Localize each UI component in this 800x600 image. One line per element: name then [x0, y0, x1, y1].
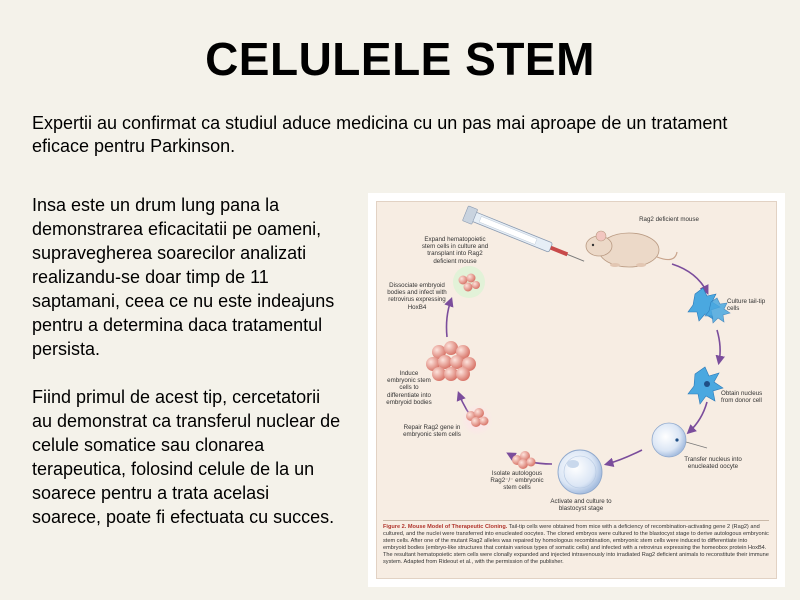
embryoid-bodies-icon: [426, 341, 476, 381]
arrow-3: [686, 401, 708, 435]
tail-tip-cells-icon: [687, 287, 731, 324]
mouse-icon: [585, 230, 678, 268]
label-dissociate: Dissociate embryoid bodies and infect wi…: [387, 282, 447, 311]
figure: Rag2 deficient mouse Culture tail-tip ce…: [368, 193, 785, 587]
label-activate: Activate and culture to blastocyst stage: [550, 498, 612, 513]
slide-title: CELULELE STEM: [205, 33, 595, 85]
oocyte-icon: [651, 422, 708, 458]
embryonic-stem-cells-icon: [512, 451, 536, 469]
arrow-2: [715, 329, 725, 366]
label-induce: Induce embryonic stem cells to different…: [386, 370, 432, 406]
figure-caption: Figure 2. Mouse Model of Therapeutic Clo…: [383, 520, 769, 566]
label-transfer: Transfer nucleus into enucleated oocyte: [684, 456, 742, 471]
cloning-cycle-diagram: [426, 205, 731, 495]
label-mouse: Rag2 deficient mouse: [639, 216, 699, 223]
label-expand: Expand hematopoietic stem cells in cultu…: [421, 236, 489, 265]
caption-text: Tail-tip cells were obtained from mice w…: [383, 524, 769, 565]
paragraph-2: Fiind primul de acest tip, cercetatorii …: [32, 387, 341, 527]
figure-panel: Rag2 deficient mouse Culture tail-tip ce…: [376, 201, 777, 579]
repaired-stem-cells-icon: [461, 404, 493, 436]
donor-cell-icon: [687, 366, 724, 405]
label-isolate: Isolate autologous Rag2⁻/⁻ embryonic ste…: [490, 470, 544, 492]
arrow-1: [671, 263, 709, 295]
caption-title: Figure 2. Mouse Model of Therapeutic Clo…: [383, 524, 508, 530]
paragraph-1: Insa este un drum lung pana la demonstra…: [32, 195, 335, 359]
label-obtain: Obtain nucleus from donor cell: [721, 390, 763, 405]
arrow-4: [603, 449, 643, 467]
syringe-icon: [462, 205, 585, 262]
arrow-7: [444, 296, 454, 338]
intro-text: Expertii au confirmat ca studiul aduce m…: [32, 113, 728, 156]
label-repair: Repair Rag2 gene in embryonic stem cells: [403, 424, 461, 439]
label-culture: Culture tail-tip cells: [727, 298, 766, 313]
dissociated-cells-icon: [453, 266, 485, 298]
blastocyst-icon: [557, 449, 603, 495]
body-text: Insa este un drum lung pana la demonstra…: [32, 193, 342, 553]
